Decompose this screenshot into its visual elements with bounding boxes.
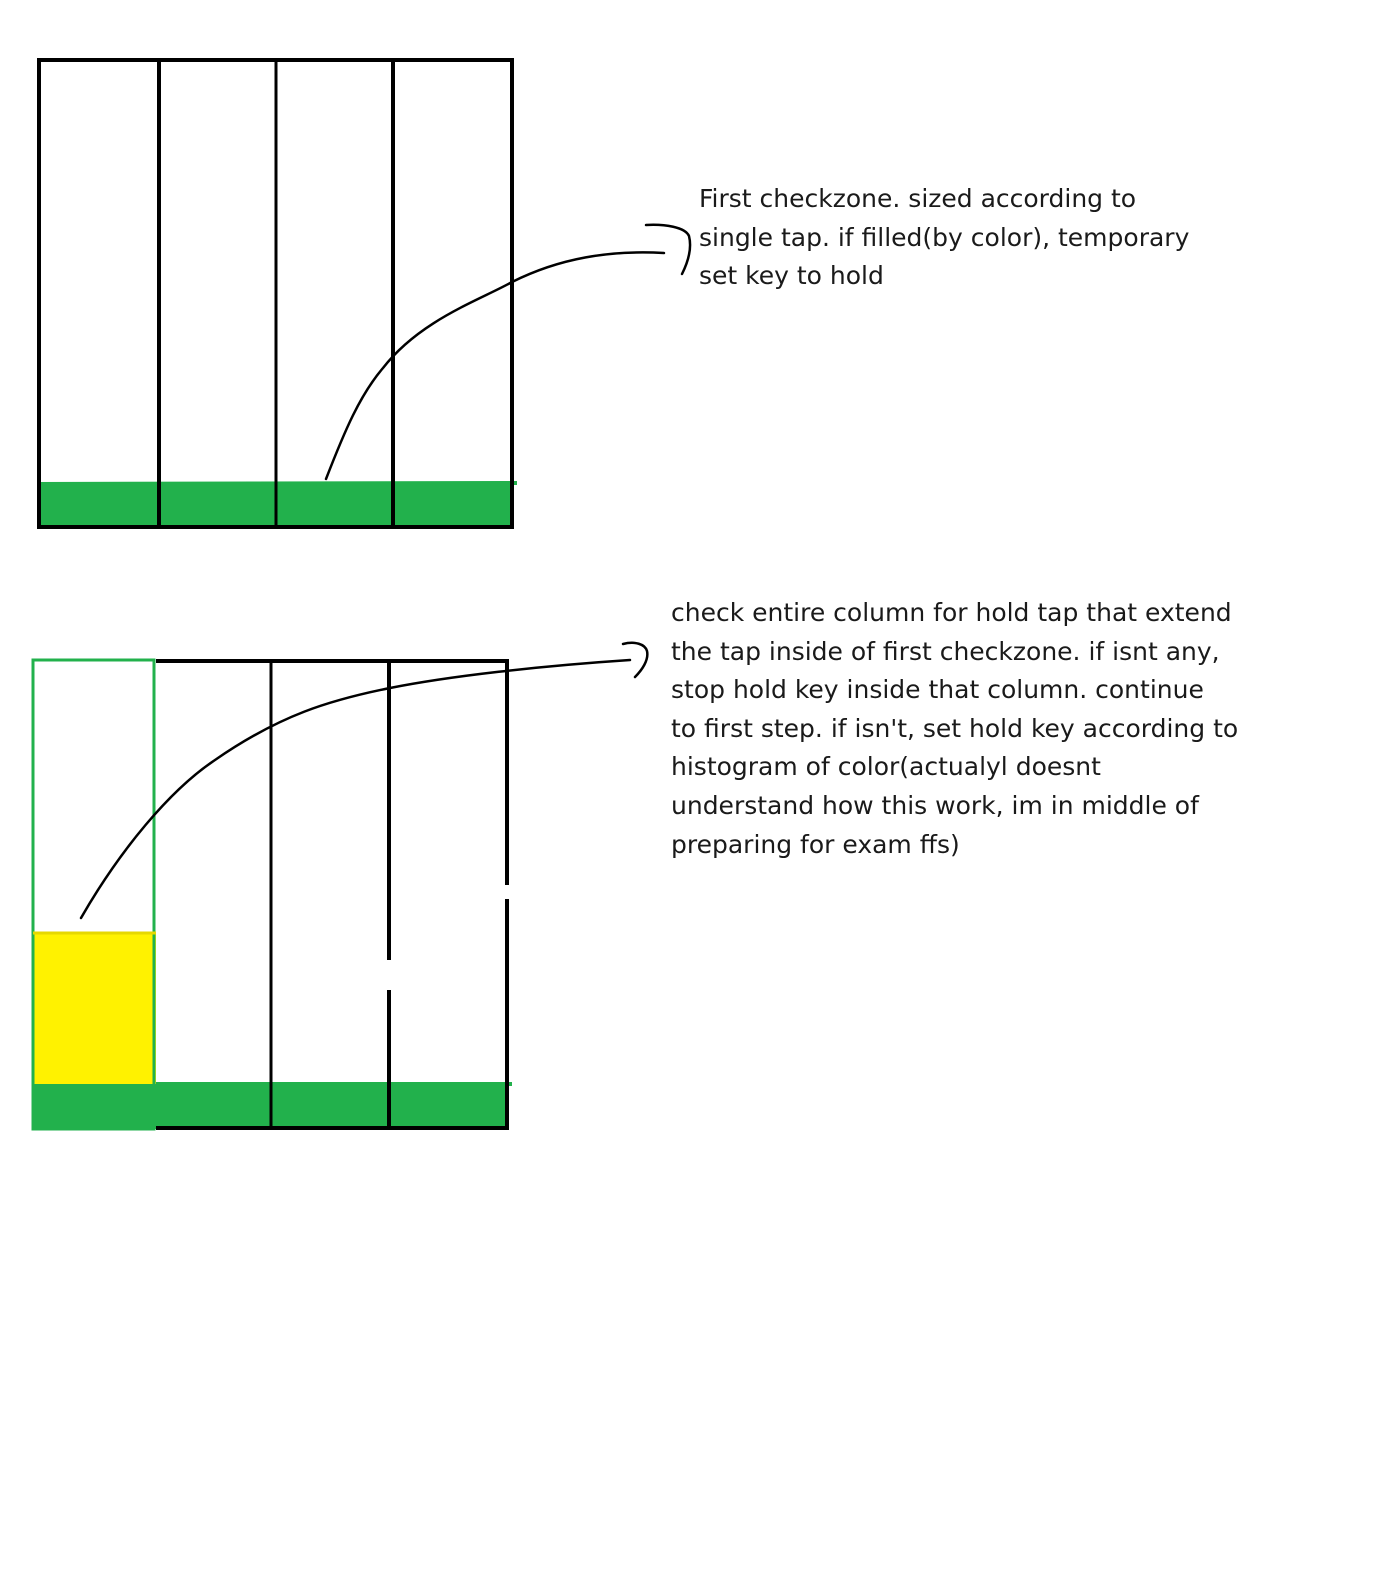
note-line: preparing for exam ffs) [671,829,960,859]
eraser-gap [385,960,393,990]
note-line: single tap. if filled(by color), tempora… [699,222,1190,252]
note-line: set key to hold [699,261,884,291]
note-line: histogram of color(actualyl doesnt [671,752,1101,782]
lane-diagram-top [36,58,518,529]
hold-tap-region [33,933,156,1084]
note-line: stop hold key inside that column. contin… [671,675,1204,705]
note-line: check entire column for hold tap that ex… [671,598,1232,627]
highlighted-lane-outline [31,658,156,1131]
note-line: the tap inside of first checkzone. if is… [671,636,1220,666]
eraser-gap [503,885,511,899]
note-hold-tap-check: check entire column for hold tap that ex… [671,594,1238,864]
note-first-checkzone: First checkzone. sized according to sing… [699,180,1189,296]
connector-arrow-1 [324,223,692,481]
connector-arrow-2 [79,641,649,920]
lane-diagram-bottom [31,658,512,1131]
lane-frame-bottom [156,659,509,1130]
note-line: to first step. if isn't, set hold key ac… [671,713,1239,743]
note-line: First checkzone. sized according to [699,184,1137,213]
note-line: understand how this work, im in middle o… [671,790,1199,820]
